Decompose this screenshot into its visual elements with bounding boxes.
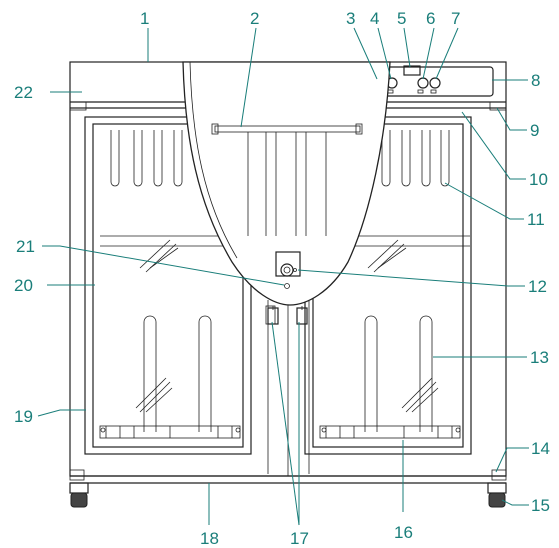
center-hood: [182, 61, 391, 306]
callout-5: 5: [397, 9, 406, 28]
callout-15: 15: [531, 496, 550, 515]
callout-8: 8: [531, 71, 540, 90]
callout-3: 3: [346, 9, 355, 28]
callout-21: 21: [16, 237, 35, 256]
callout-7: 7: [451, 9, 460, 28]
lower-rods: [143, 315, 433, 432]
callout-12: 12: [528, 277, 547, 296]
heating-tubes: [267, 306, 308, 325]
callout-20: 20: [14, 276, 33, 295]
hinges: [69, 101, 507, 481]
callout-13: 13: [530, 348, 549, 367]
callout-9: 9: [530, 121, 539, 140]
callout-22: 22: [14, 83, 33, 102]
callout-4: 4: [370, 9, 379, 28]
callout-6: 6: [426, 9, 435, 28]
callout-1: 1: [140, 9, 149, 28]
leader-lines: [37, 27, 529, 526]
callout-14: 14: [531, 439, 550, 458]
feet: [69, 482, 507, 508]
callout-19: 19: [14, 407, 33, 426]
callout-11: 11: [527, 210, 545, 229]
callout-2: 2: [250, 9, 259, 28]
callout-17: 17: [290, 529, 309, 548]
callout-10: 10: [529, 170, 548, 189]
upper-rods: [110, 130, 450, 187]
callout-16: 16: [394, 523, 413, 542]
callout-labels: 1 2 3 4 5 6 7 8 9 10 11 12 13 14 15 16 1…: [14, 9, 550, 548]
callout-18: 18: [200, 529, 219, 548]
